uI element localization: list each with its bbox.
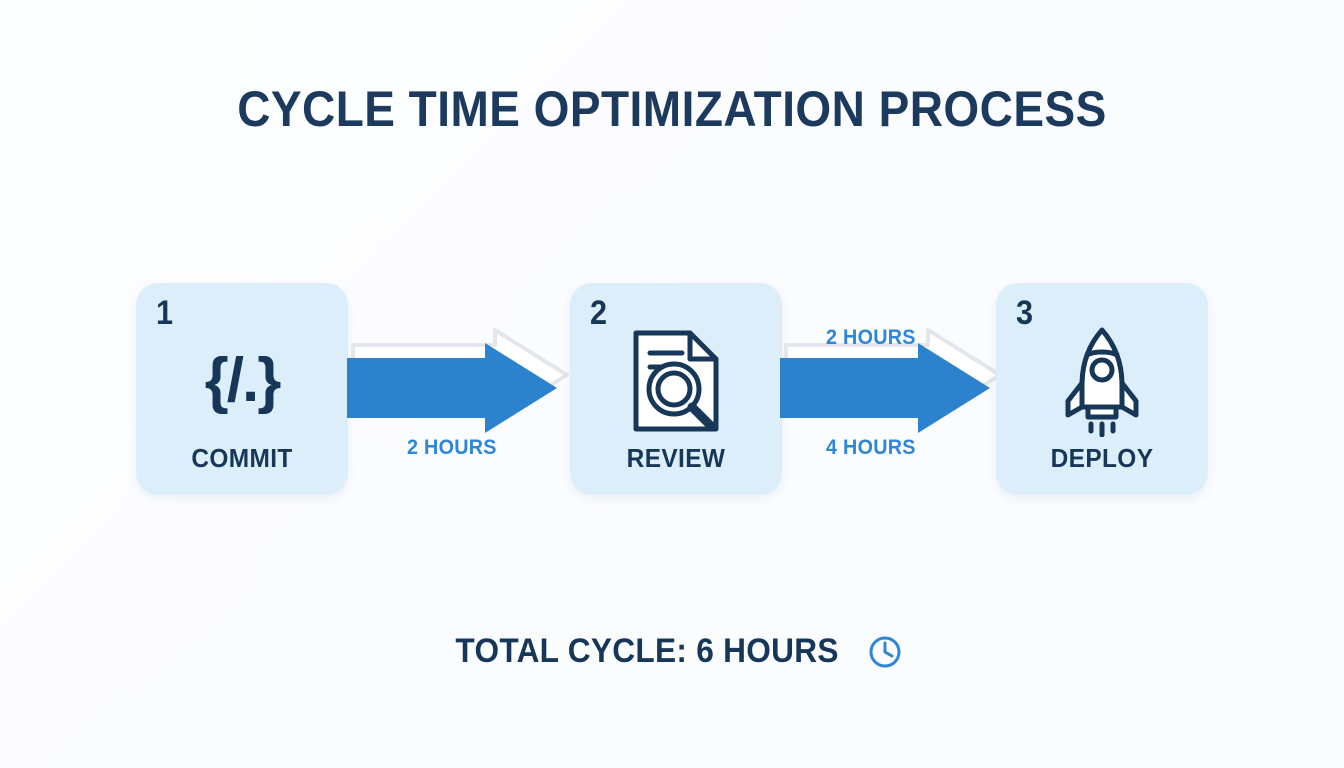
arrow-caption-above: 2 HOURS [826,326,916,349]
step-card-deploy[interactable]: 3 DEPLOY [996,283,1208,495]
arrow-shape-1 [347,328,569,433]
code-brackets-glyph: {/.} [204,345,282,415]
step-number: 1 [156,294,174,332]
total-cycle-text: TOTAL CYCLE: 6 HOURS [455,632,839,670]
document-magnifier-glyph [633,330,719,431]
total-cycle-summary: TOTAL CYCLE: 6 HOURS [0,632,1344,671]
arrow-commit-to-review: 2 HOURS [345,328,585,459]
step-label: DEPLOY [1050,443,1154,473]
rocket-icon [996,323,1208,438]
rocket-glyph [1065,327,1139,437]
code-brackets-icon: {/.} [136,323,348,438]
page-title: CYCLE TIME OPTIMIZATION PROCESS [237,81,1107,137]
step-card-review[interactable]: 2 REVIEW [570,283,782,495]
arrow-caption-below: 4 HOURS [826,436,916,459]
step-number: 3 [1016,294,1034,332]
arrow-shape-2 [780,328,1002,433]
document-magnifier-icon [570,323,782,438]
arrow-caption-below: 2 HOURS [407,436,497,459]
step-card-commit[interactable]: 1 {/.} COMMIT [136,283,348,495]
step-number: 2 [590,294,608,332]
step-label: COMMIT [191,443,293,473]
clock-icon [869,636,901,667]
step-label: REVIEW [626,443,726,473]
arrow-review-to-deploy: 2 HOURS 4 HOURS [778,326,1018,459]
